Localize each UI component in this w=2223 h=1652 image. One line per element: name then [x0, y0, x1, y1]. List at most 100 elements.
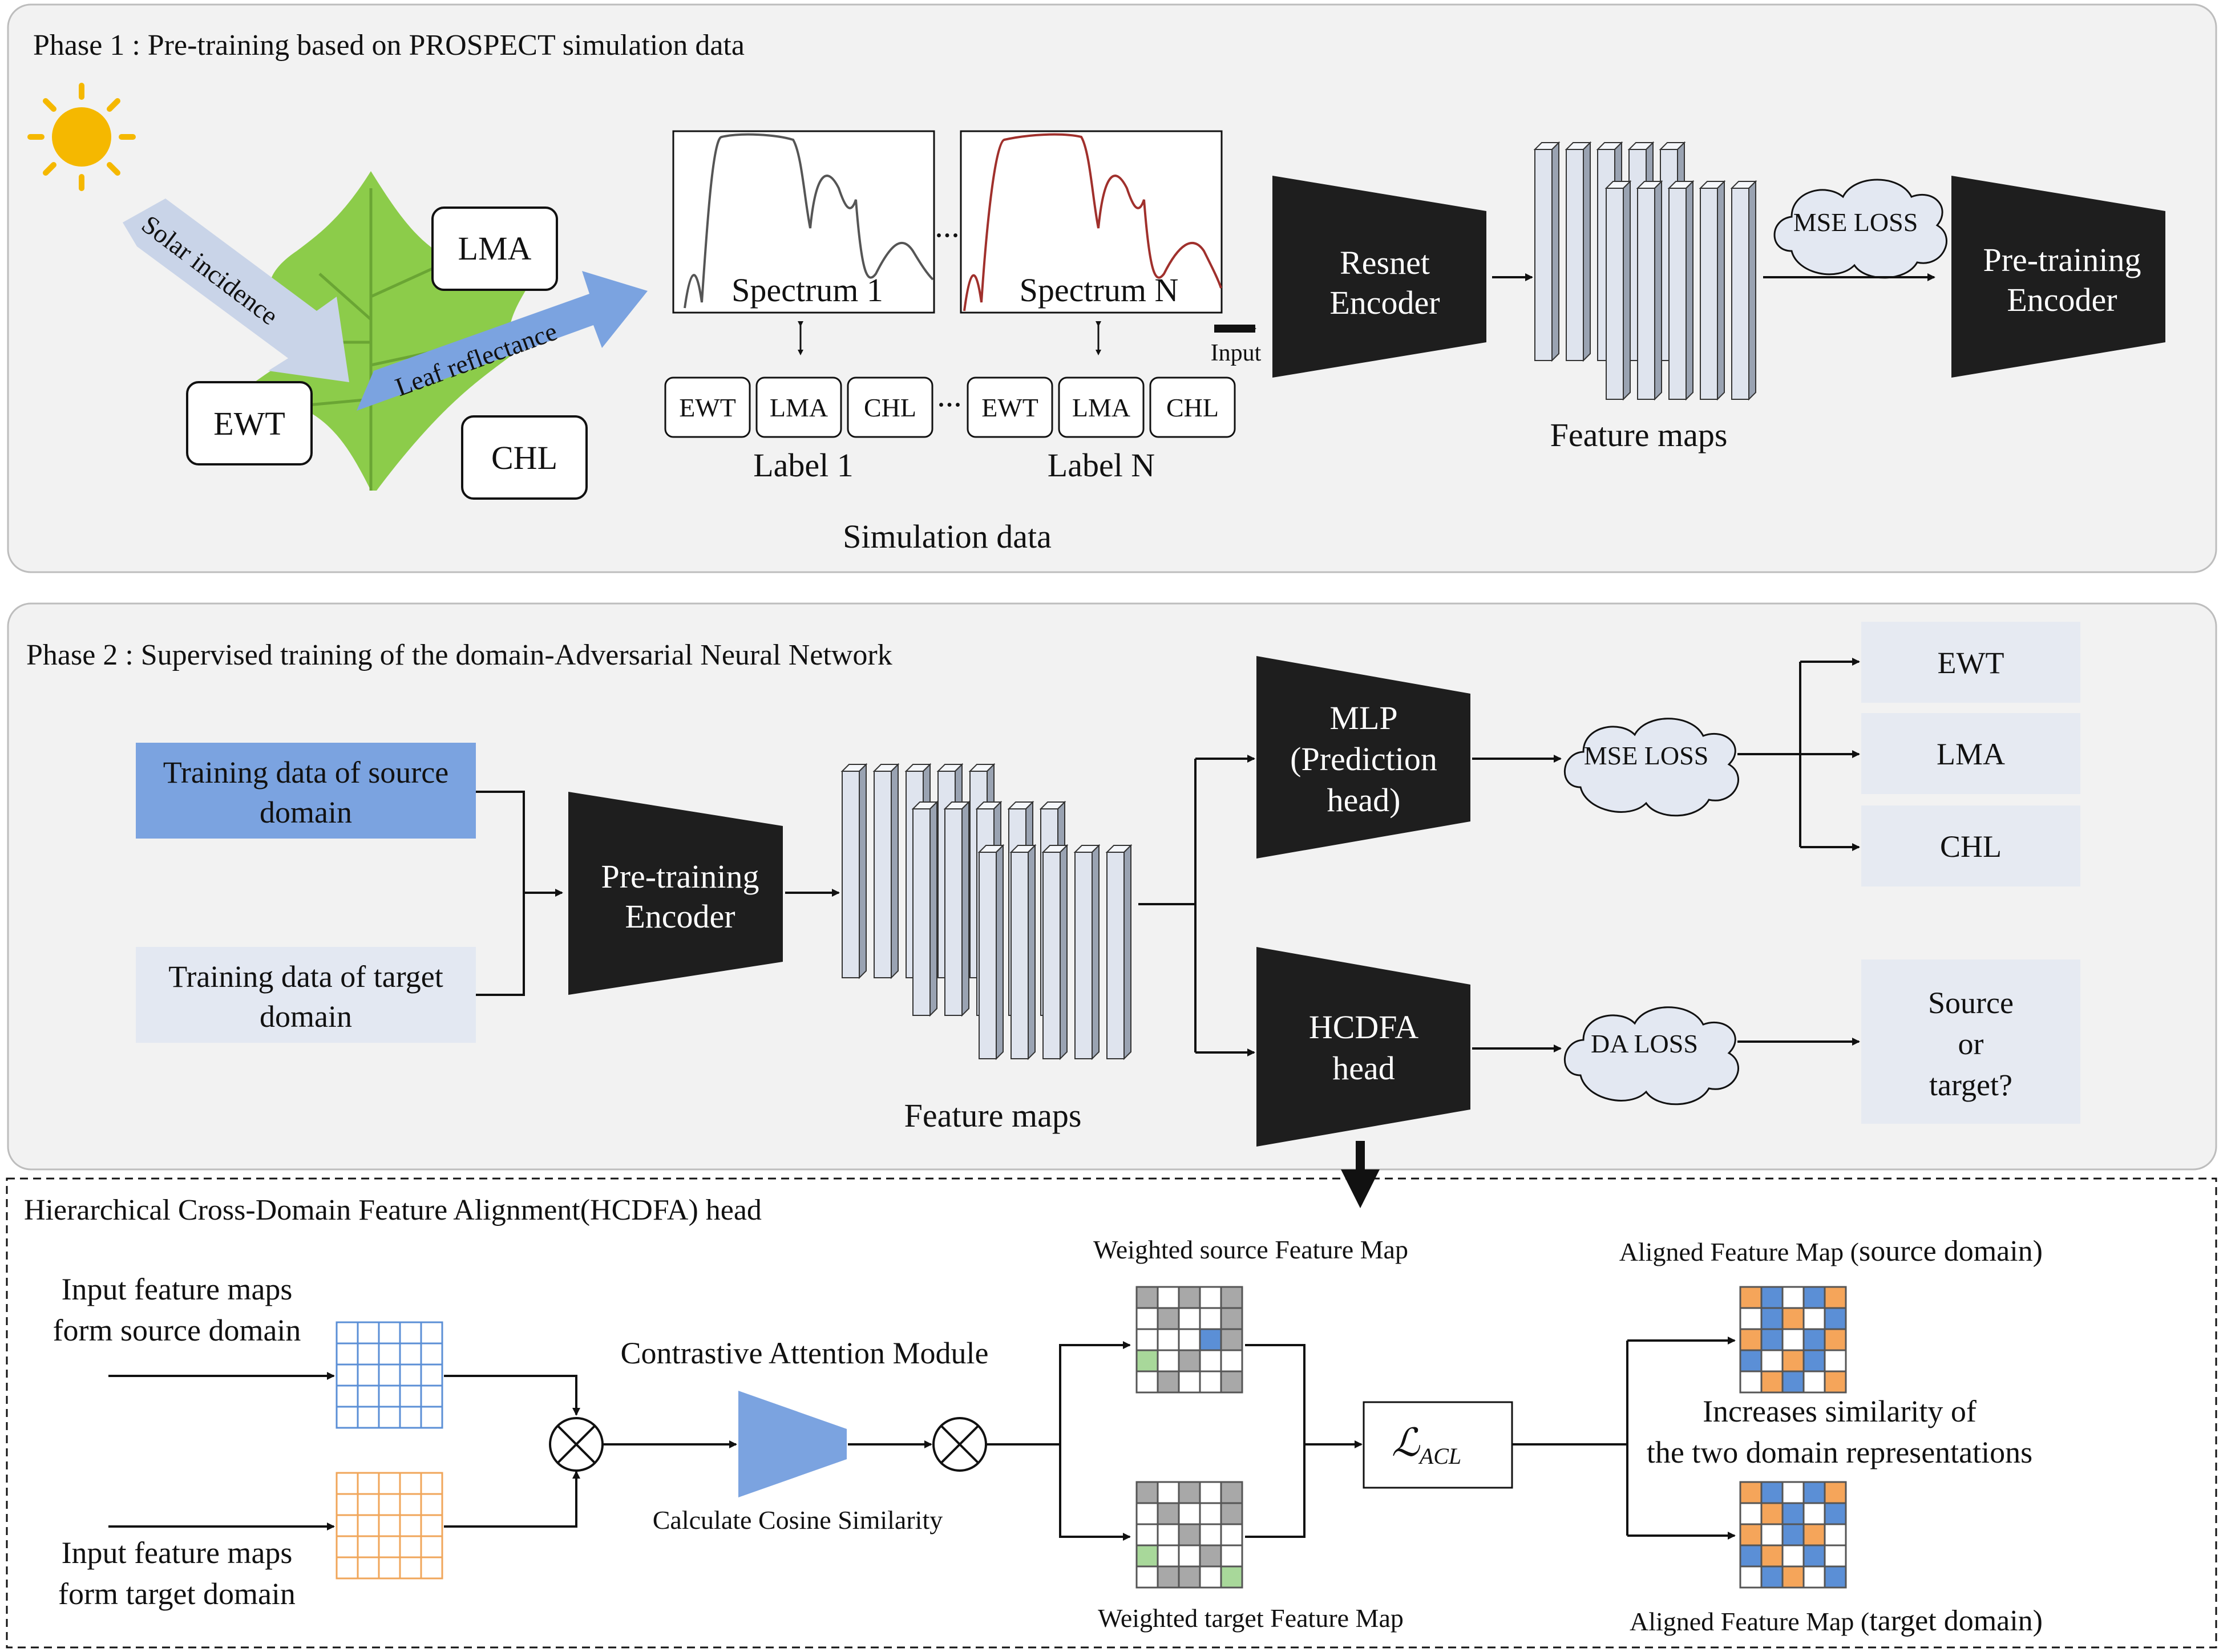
grid-cell	[1157, 1502, 1180, 1525]
grid-cell	[1135, 1502, 1159, 1525]
grid-cell	[378, 1472, 401, 1495]
source-input-grid	[336, 1321, 443, 1429]
grid-cell	[399, 1321, 422, 1345]
label-group-n: EWT LMA CHL	[967, 376, 1236, 438]
grid-cell	[1178, 1328, 1201, 1351]
label-n-chl: CHL	[1166, 393, 1219, 422]
phase2-mse-loss-label: MSE LOSS	[1584, 741, 1709, 770]
grid-cell	[336, 1363, 359, 1387]
phase2-pretrain-line1: Pre-training	[601, 858, 759, 895]
feature-map-slab	[1699, 180, 1726, 401]
grid-cell	[1739, 1565, 1763, 1589]
phase1-feature-maps	[1533, 141, 1757, 401]
grid-cell	[1199, 1349, 1222, 1372]
grid-cell	[378, 1493, 401, 1516]
target-data-line2: domain	[260, 999, 352, 1034]
phase2-input-connectors	[476, 791, 563, 996]
output-lma: LMA	[1861, 713, 2080, 794]
aligned-target-grid	[1739, 1481, 1847, 1589]
grid-cell	[1781, 1349, 1805, 1372]
grid-cell	[420, 1535, 443, 1558]
grid-cell	[1760, 1565, 1784, 1589]
grid-cell	[378, 1321, 401, 1345]
grid-cell	[1157, 1286, 1180, 1309]
contrastive-attention-module	[738, 1391, 847, 1497]
grid-cell	[357, 1342, 380, 1366]
label-1-ewt: EWT	[679, 393, 736, 422]
contrastive-module-label: Contrastive Attention Module	[621, 1336, 989, 1370]
grid-cell	[1739, 1328, 1763, 1351]
label-1-chl: CHL	[864, 393, 916, 422]
label-n-lma: LMA	[1072, 393, 1130, 422]
hcdfa-input-arrows	[108, 1372, 335, 1530]
phase2-pretrain-line2: Encoder	[625, 898, 735, 935]
hcdfa-line2: head	[1332, 1050, 1395, 1087]
grid-cell	[1220, 1544, 1243, 1568]
output-chl: CHL	[1861, 805, 2080, 886]
grid-cell	[1760, 1328, 1784, 1351]
aligned-source-grid	[1739, 1286, 1847, 1394]
feature-map-slab	[1041, 844, 1069, 1060]
mlp-prediction-head: MLP (Prediction head)	[1256, 656, 1470, 859]
grid-cell	[336, 1493, 359, 1516]
mlp-line3: head)	[1327, 782, 1401, 819]
label-ellipsis: ...	[937, 376, 962, 414]
grid-cell	[1739, 1370, 1763, 1394]
grid-cell	[336, 1535, 359, 1558]
feature-map-slab	[1636, 180, 1663, 401]
feature-map-slab	[1105, 844, 1133, 1060]
input-target-line1: Input feature maps	[62, 1536, 293, 1570]
grid-cell	[1802, 1328, 1826, 1351]
feature-map-slab	[1073, 844, 1101, 1060]
grid-cell	[1802, 1286, 1826, 1309]
grid-cell	[1178, 1502, 1201, 1525]
grid-cell	[1220, 1523, 1243, 1546]
grid-cell	[1135, 1544, 1159, 1568]
grid-cell	[1739, 1481, 1763, 1504]
source-data-box: Training data of source domain	[136, 743, 476, 839]
grid-cell	[1199, 1370, 1222, 1394]
phase2-pretraining-encoder: Pre-training Encoder	[568, 792, 783, 995]
target-data-box: Training data of target domain	[136, 947, 476, 1043]
grid-to-multiply-arrows	[444, 1375, 580, 1528]
grid-cell	[1157, 1523, 1180, 1546]
grid-cell	[1178, 1370, 1201, 1394]
grid-cell	[1781, 1523, 1805, 1546]
grid-cell	[1157, 1328, 1180, 1351]
grid-cell	[420, 1384, 443, 1408]
grid-cell	[1781, 1307, 1805, 1330]
feature-map-slab	[1730, 180, 1757, 401]
grid-cell	[1220, 1328, 1243, 1351]
aligned-source-label: Aligned Feature Map (source domain)	[1619, 1235, 2043, 1268]
grid-cell	[1802, 1544, 1826, 1568]
grid-cell	[399, 1406, 422, 1429]
grid-cell	[1739, 1523, 1763, 1546]
grid-cell	[1760, 1286, 1784, 1309]
grid-cell	[357, 1556, 380, 1580]
grid-cell	[1220, 1286, 1243, 1309]
grid-cell	[336, 1556, 359, 1580]
source-data-line2: domain	[260, 795, 352, 829]
grid-cell	[420, 1493, 443, 1516]
grid-cell	[1760, 1544, 1784, 1568]
resnet-encoder-line1: Resnet	[1340, 244, 1430, 281]
grid-cell	[1178, 1565, 1201, 1589]
grid-cell	[336, 1321, 359, 1345]
mlp-line1: MLP	[1329, 699, 1397, 736]
output-domain: Source or target?	[1861, 959, 2080, 1124]
feature-map-slab	[911, 800, 939, 1017]
multiply-icon-2	[932, 1417, 987, 1472]
trait-lma-label: LMA	[458, 230, 532, 267]
grid-cell	[1135, 1565, 1159, 1589]
target-input-grid	[336, 1472, 443, 1580]
grid-cell	[1220, 1502, 1243, 1525]
phase2-feature-maps-label: Feature maps	[904, 1097, 1082, 1134]
grid-cell	[336, 1384, 359, 1408]
grid-cell	[1199, 1328, 1222, 1351]
grid-cell	[1824, 1565, 1847, 1589]
hcdfa-panel: Hierarchical Cross-Domain Feature Alignm…	[6, 1177, 2217, 1649]
label-group-1: EWT LMA CHL	[664, 376, 933, 438]
grid-cell	[1199, 1544, 1222, 1568]
grid-cell	[1199, 1307, 1222, 1330]
grid-cell	[1739, 1307, 1763, 1330]
